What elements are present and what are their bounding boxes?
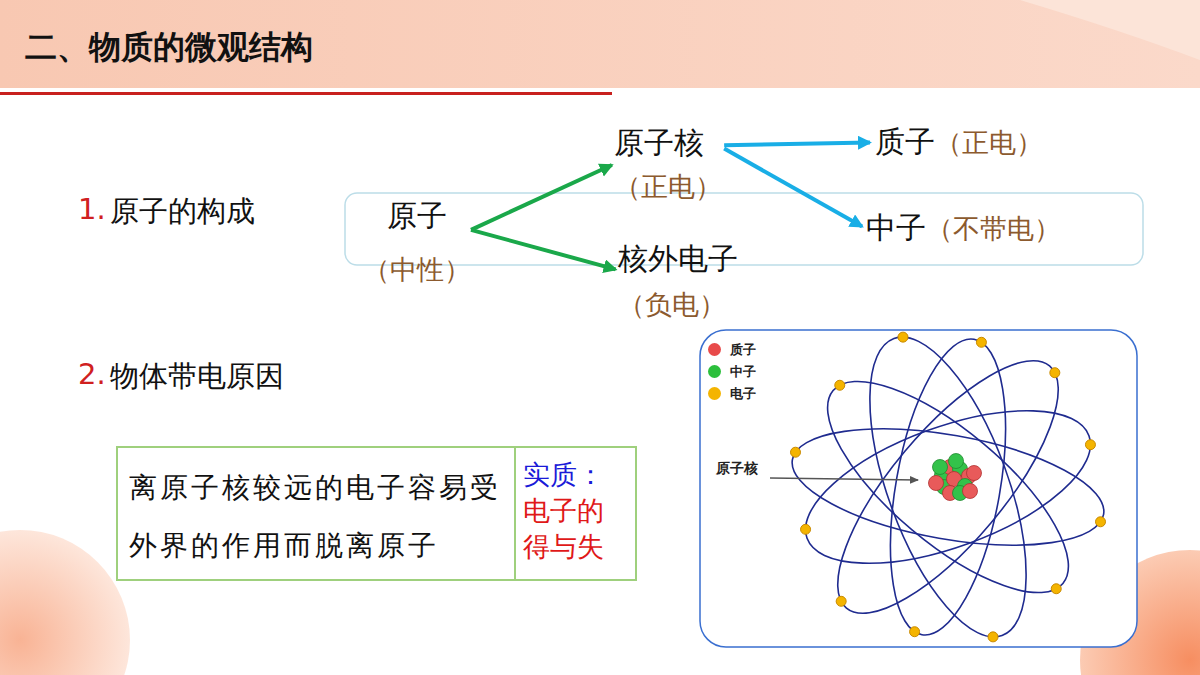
table-cell: 离原子核较远的电子容易受外界的作用而脱离原子 [117,447,515,580]
title-underline [0,92,612,95]
slide-title: 二、物质的微观结构 [25,26,313,70]
electron [1051,584,1061,594]
neutron [949,454,964,469]
atom-node: 原子 （中性） [363,196,471,290]
proton [929,476,944,491]
legend-swatch [708,365,721,378]
connector-arrow [471,230,616,270]
node-text: 核外电子 [618,240,738,278]
node-text: （正电） [614,168,722,206]
legend-text: 质子 [730,341,756,359]
section-number: 2. [78,357,106,391]
corner-shape [1020,0,1200,60]
legend-swatch [708,387,721,400]
electron [910,627,920,637]
title-band [0,0,1200,88]
node-text: 离原子核较远的电子容易受外界的作用而脱离原子 [129,459,503,575]
section-heading: 原子的构成 [110,192,255,232]
node-text: （不带电） [926,209,1061,249]
table-frame [117,447,636,580]
node-text: 中子 [866,208,926,248]
electron [988,632,998,642]
legend-text: 电子 [730,385,756,403]
leader-line [770,478,918,480]
electron-orbit [797,348,1099,627]
electron [898,332,908,342]
node-text: 原子 [363,196,471,236]
node-text: （正电） [935,123,1043,163]
neutron-node: 中子（不带电） [866,208,1061,249]
node-text: （负电） [618,286,738,324]
proton [967,466,982,481]
proton [963,484,978,499]
electron-orbit [804,330,1093,644]
nucleus-node: 原子核 （正电） [614,124,722,206]
electron-orbit [787,379,1110,594]
electron [836,596,846,606]
section-heading: 物体带电原因 [110,357,284,397]
table-cell: 实质：电子的得与失 [515,447,636,580]
electron [1050,368,1060,378]
connector-arrow [724,143,870,146]
section-number: 1. [78,192,106,226]
legend-swatch [708,343,721,356]
electron [790,447,800,457]
electron-node: 核外电子 （负电） [618,240,738,324]
node-text: 质子 [875,122,935,162]
electron [801,524,811,534]
node-text: （中性） [363,250,471,290]
node-text: 实质： [523,457,628,493]
node-text: 原子核 [614,124,722,162]
part-label: 原子核 [716,460,758,478]
node-text: 电子的得与失 [523,493,628,565]
connector-arrow [724,149,862,227]
corner-blob [0,530,130,675]
electron [835,380,845,390]
electron [976,337,986,347]
electron [1085,440,1095,450]
legend-text: 中子 [730,363,756,381]
proton-node: 质子（正电） [875,122,1043,163]
neutron [933,460,948,475]
electron [1096,517,1106,527]
atom-illustration [783,318,1112,656]
electron-orbit [838,318,1059,656]
illustration-frame [700,330,1137,647]
connector-arrow [471,165,612,230]
electron-orbit [871,330,1026,644]
table-divider [514,447,516,580]
